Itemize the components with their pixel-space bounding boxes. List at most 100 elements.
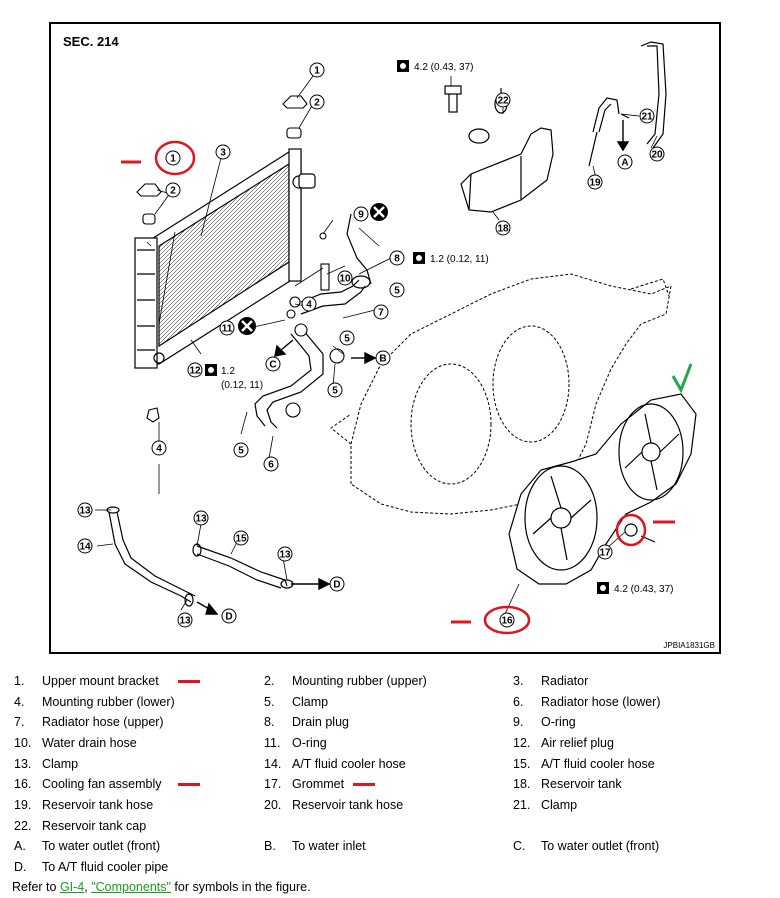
svg-text:4: 4 bbox=[306, 300, 312, 311]
section-label: SEC. 214 bbox=[63, 34, 119, 49]
callout-13c: 13 bbox=[277, 546, 293, 562]
reservoir-hoses bbox=[588, 41, 667, 167]
callout-5a: 5 bbox=[389, 282, 405, 298]
svg-text:8: 8 bbox=[394, 254, 400, 265]
markup-dash-legend-16 bbox=[178, 783, 200, 786]
svg-text:7: 7 bbox=[378, 308, 384, 319]
callout-A: A bbox=[617, 154, 633, 170]
callout-15: 15 bbox=[233, 530, 249, 546]
radiator-hoses bbox=[254, 213, 372, 429]
svg-text:1.2: 1.2 bbox=[221, 366, 235, 377]
torque-specs: 4.2 (0.43, 37) 1.2 (0.12, 11) 1.2 (0.12,… bbox=[205, 60, 673, 595]
do-not-reuse-icon-9 bbox=[370, 203, 388, 221]
radiator bbox=[134, 148, 316, 369]
svg-text:20: 20 bbox=[651, 150, 663, 161]
svg-text:13: 13 bbox=[195, 514, 207, 525]
callout-18: 18 bbox=[495, 220, 511, 236]
callout-5d: 5 bbox=[233, 442, 249, 458]
callout-8: 8 bbox=[389, 250, 405, 266]
torque-fan: 4.2 (0.43, 37) bbox=[597, 582, 673, 595]
callout-4a: 4 bbox=[301, 296, 317, 312]
callout-C: C bbox=[265, 356, 281, 372]
callout-3: 3 bbox=[215, 144, 231, 160]
gi4-link[interactable]: GI-4 bbox=[59, 880, 85, 894]
svg-text:15: 15 bbox=[235, 534, 247, 545]
svg-text:14: 14 bbox=[79, 542, 91, 553]
callout-12: 12 bbox=[187, 362, 203, 378]
callout-14: 14 bbox=[77, 538, 93, 554]
svg-text:1.2 (0.12, 11): 1.2 (0.12, 11) bbox=[430, 254, 489, 265]
do-not-reuse-icon-11 bbox=[238, 317, 256, 335]
cooling-fan-assembly bbox=[508, 393, 697, 585]
components-link[interactable]: "Components" bbox=[91, 880, 171, 894]
svg-text:2: 2 bbox=[314, 98, 320, 109]
callout-20: 20 bbox=[649, 146, 665, 162]
callout-B: B bbox=[375, 350, 391, 366]
torque-top: 4.2 (0.43, 37) bbox=[397, 60, 473, 73]
small-parts bbox=[136, 95, 345, 423]
diagram-frame: SEC. 214 bbox=[49, 22, 721, 654]
svg-text:5: 5 bbox=[238, 446, 244, 457]
svg-text:C: C bbox=[269, 360, 276, 371]
svg-text:1: 1 bbox=[170, 154, 176, 165]
svg-text:19: 19 bbox=[589, 178, 601, 189]
markup-dash-legend-1 bbox=[178, 680, 200, 683]
callout-19: 19 bbox=[587, 174, 603, 190]
svg-text:4.2 (0.43, 37): 4.2 (0.43, 37) bbox=[614, 584, 673, 595]
shroud-outline bbox=[330, 273, 672, 515]
exploded-diagram: SEC. 214 bbox=[63, 34, 715, 650]
at-cooler-hoses bbox=[106, 506, 294, 607]
svg-text:4.2 (0.43, 37): 4.2 (0.43, 37) bbox=[414, 62, 473, 73]
svg-text:18: 18 bbox=[497, 224, 509, 235]
svg-text:2: 2 bbox=[170, 186, 176, 197]
callout-6: 6 bbox=[263, 456, 279, 472]
markup bbox=[121, 140, 693, 635]
svg-text:21: 21 bbox=[641, 112, 653, 123]
svg-text:D: D bbox=[225, 612, 232, 623]
svg-text:13: 13 bbox=[179, 616, 191, 627]
svg-text:D: D bbox=[333, 580, 340, 591]
callout-2-left: 2 bbox=[165, 182, 181, 198]
callout-1-left: 1 bbox=[165, 150, 181, 166]
svg-text:11: 11 bbox=[222, 324, 233, 335]
callout-2-top: 2 bbox=[309, 94, 325, 110]
svg-text:12: 12 bbox=[189, 366, 201, 377]
svg-text:6: 6 bbox=[268, 460, 274, 471]
callout-D2: D bbox=[221, 608, 237, 624]
callout-1-top: 1 bbox=[309, 62, 325, 78]
svg-text:5: 5 bbox=[332, 386, 338, 397]
callouts: 1 2 1 2 3 9 8 10 5 4 7 5 11 12 5 5 6 4 1… bbox=[77, 62, 665, 628]
svg-text:A: A bbox=[621, 158, 628, 169]
svg-text:4: 4 bbox=[156, 444, 162, 455]
callout-9: 9 bbox=[353, 206, 369, 222]
callout-13a: 13 bbox=[77, 502, 93, 518]
svg-text:B: B bbox=[379, 354, 386, 365]
callout-13d: 13 bbox=[177, 612, 193, 628]
refer-note: Refer to GI-4, "Components" for symbols … bbox=[12, 880, 311, 894]
callout-7: 7 bbox=[373, 304, 389, 320]
markup-circle-1 bbox=[154, 140, 196, 176]
callout-5b: 5 bbox=[339, 330, 355, 346]
callout-D1: D bbox=[329, 576, 345, 592]
svg-text:10: 10 bbox=[339, 274, 351, 285]
callout-22: 22 bbox=[495, 92, 511, 108]
svg-text:13: 13 bbox=[279, 550, 291, 561]
markup-dash-legend-17 bbox=[353, 783, 375, 786]
svg-text:22: 22 bbox=[497, 96, 509, 107]
svg-text:17: 17 bbox=[599, 548, 611, 559]
markup-circle-17 bbox=[615, 513, 647, 547]
svg-text:5: 5 bbox=[344, 334, 350, 345]
callout-13b: 13 bbox=[193, 510, 209, 526]
svg-text:3: 3 bbox=[220, 148, 226, 159]
callout-16: 16 bbox=[499, 612, 515, 628]
svg-text:9: 9 bbox=[358, 210, 364, 221]
callout-21: 21 bbox=[639, 108, 655, 124]
svg-text:16: 16 bbox=[501, 616, 513, 627]
callout-5c: 5 bbox=[327, 382, 343, 398]
flow-arrows bbox=[196, 120, 630, 615]
torque-drain: 1.2 (0.12, 11) bbox=[413, 252, 489, 265]
markup-circle-16 bbox=[483, 605, 531, 635]
callout-17: 17 bbox=[597, 544, 613, 560]
callout-10: 10 bbox=[337, 270, 353, 286]
callout-11: 11 bbox=[219, 320, 235, 336]
